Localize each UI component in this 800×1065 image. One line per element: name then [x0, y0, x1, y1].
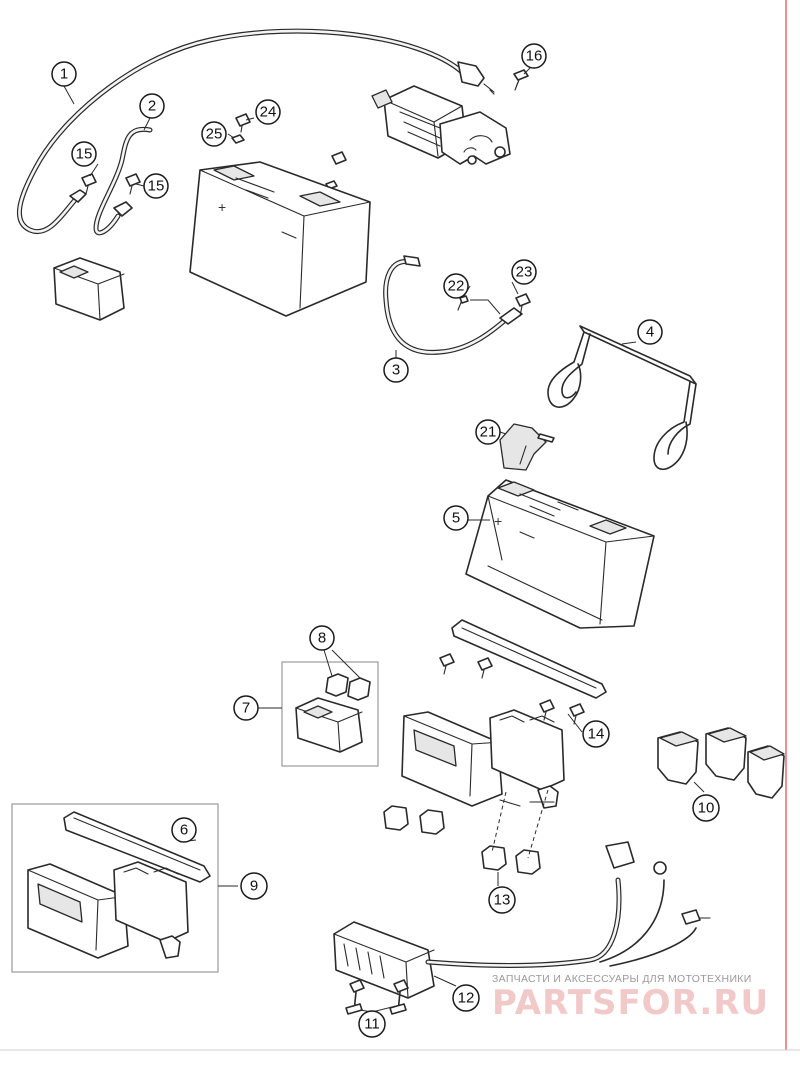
- callout-9: 9: [240, 872, 268, 900]
- callout-16: 16: [521, 43, 547, 69]
- screw-22: [457, 295, 501, 315]
- callout-6: 6: [171, 817, 197, 843]
- gasket-6: [63, 811, 211, 883]
- callout-22-label: 22: [448, 278, 465, 295]
- callout-13: 13: [488, 886, 516, 914]
- regulator-assembly-9: [27, 861, 189, 959]
- callout-25-label: 25: [206, 126, 223, 143]
- main-battery-cable: [16, 28, 495, 235]
- callout-8-label: 8: [318, 630, 326, 647]
- relay-7: [295, 697, 363, 753]
- regulator-bracket-assembly: [401, 709, 565, 809]
- callout-2-label: 2: [148, 98, 156, 115]
- watermark-logo: PARTSFOR.RU: [492, 983, 769, 1023]
- callout-23: 23: [511, 259, 537, 285]
- callout-23-label: 23: [516, 264, 533, 281]
- terminal-cover-21: [499, 423, 555, 471]
- callout-15-left-label: 15: [76, 146, 93, 163]
- callout-10-label: 10: [698, 800, 715, 817]
- callout-21: 21: [475, 419, 501, 445]
- starter-motor: [371, 85, 511, 165]
- relay-connector-upper: [53, 257, 125, 321]
- callout-15-right: 15: [143, 173, 169, 199]
- callout-3: 3: [383, 357, 409, 383]
- callout-6-label: 6: [180, 822, 188, 839]
- callout-4-label: 4: [646, 324, 654, 341]
- connectors-10: [657, 727, 785, 799]
- callout-22: 22: [443, 273, 469, 299]
- callout-12-label: 12: [458, 990, 475, 1007]
- screw-upper-battery: [325, 151, 347, 190]
- callout-16-label: 16: [526, 48, 543, 65]
- callout-1: 1: [51, 61, 77, 87]
- svg-text:+: +: [494, 513, 502, 529]
- callout-9-label: 9: [250, 878, 258, 895]
- callout-5-label: 5: [452, 510, 460, 527]
- screw-16: [513, 69, 529, 91]
- callout-7: 7: [233, 695, 259, 721]
- svg-text:+: +: [218, 199, 226, 215]
- short-cable-2: [93, 126, 153, 236]
- cable-3: [383, 255, 523, 355]
- callouts: 1 2 3 4 5 6 7 8 9 10 11 12 13 14 15 15 1…: [51, 43, 720, 1038]
- callout-4: 4: [637, 319, 663, 345]
- screw-24: [235, 113, 251, 133]
- rubber-bushings: [383, 789, 549, 875]
- battery-strap-4: [547, 325, 697, 471]
- callout-3-label: 3: [392, 362, 400, 379]
- callout-14-label: 14: [588, 726, 605, 743]
- callout-2: 2: [139, 93, 165, 119]
- group-box-9: [11, 803, 219, 973]
- callout-15-right-label: 15: [148, 178, 165, 195]
- callout-13-label: 13: [494, 892, 511, 909]
- screw-23: [515, 293, 531, 317]
- callout-7-label: 7: [242, 700, 250, 717]
- screw-15-left: [81, 173, 97, 195]
- callout-11-label: 11: [364, 1016, 380, 1033]
- regulator-12: [333, 841, 711, 999]
- screw-15-right: [125, 173, 141, 195]
- callout-8: 8: [309, 625, 335, 651]
- callout-21-label: 21: [480, 424, 497, 441]
- watermark-logo-text: PARTSFOR.RU: [492, 983, 769, 1023]
- callout-5: 5: [443, 505, 469, 531]
- nut-25: [231, 134, 245, 144]
- callout-12: 12: [452, 984, 480, 1012]
- callout-11: 11: [358, 1010, 386, 1038]
- callout-1-label: 1: [60, 66, 68, 83]
- battery-upper: +: [189, 161, 371, 317]
- battery-pad: [451, 619, 607, 699]
- callout-14: 14: [582, 720, 610, 748]
- screws-mid: [439, 653, 585, 725]
- battery-5: +: [465, 479, 655, 629]
- group-box-7: [281, 661, 379, 767]
- bolts-11: [345, 979, 409, 1015]
- callout-leaders: [63, 67, 705, 1013]
- callout-10: 10: [692, 794, 720, 822]
- fuses-8: [325, 673, 371, 701]
- callout-24: 24: [255, 99, 281, 125]
- callout-25: 25: [201, 121, 227, 147]
- callout-24-label: 24: [260, 104, 277, 121]
- callout-15-left: 15: [71, 141, 97, 167]
- watermark-caption: ЗАПЧАСТИ И АКСЕССУАРЫ ДЛЯ МОТОТЕХНИКИ: [492, 973, 752, 985]
